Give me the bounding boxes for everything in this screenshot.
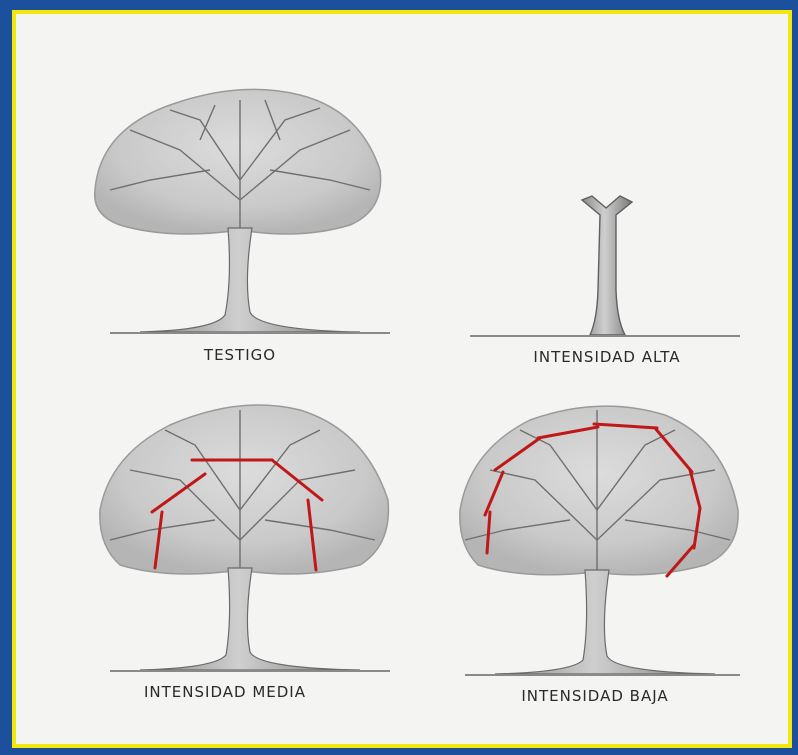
caption-medium-intensity: INTENSIDAD MEDIA: [144, 683, 306, 701]
tree-medium-intensity: [100, 405, 390, 671]
crown-shape: [95, 89, 381, 234]
tree-control: [95, 89, 390, 333]
caption-low-intensity: INTENSIDAD BAJA: [521, 687, 668, 705]
tree-high-intensity: [470, 196, 740, 336]
trunk: [140, 568, 360, 670]
pollard-trunk: [582, 196, 632, 335]
caption-high-intensity: INTENSIDAD ALTA: [533, 348, 680, 366]
crown-shape: [100, 405, 389, 574]
trunk: [140, 228, 360, 332]
trunk: [495, 570, 715, 674]
caption-control: TESTIGO: [203, 346, 276, 364]
tree-low-intensity: [460, 406, 740, 675]
